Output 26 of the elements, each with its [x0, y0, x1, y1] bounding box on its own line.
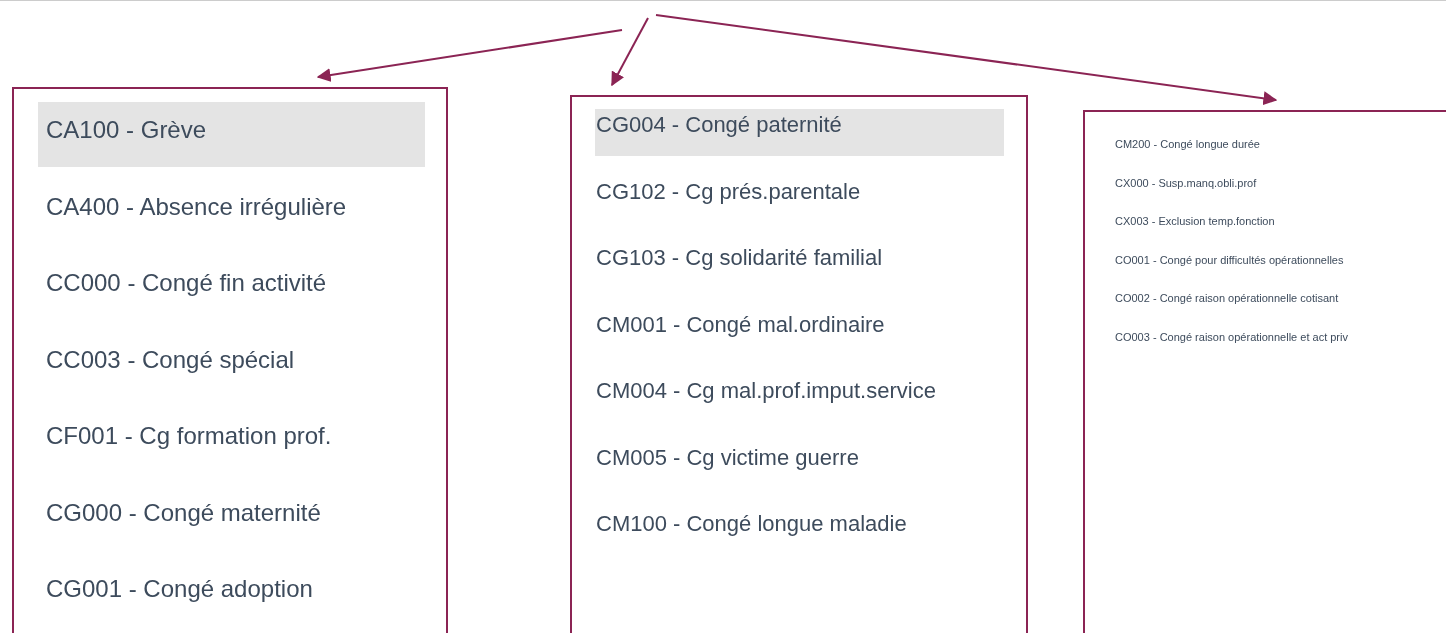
list-item: CM005 - Cg victime guerre: [596, 446, 859, 469]
list-item: CO002 - Congé raison opérationnelle cotisant: [1115, 292, 1339, 304]
list-item: CG001 - Congé adoption: [46, 577, 313, 601]
list-item: CF001 - Cg formation prof.: [46, 424, 332, 448]
list-item: CM004 - Cg mal.prof.imput.service: [596, 380, 936, 402]
list-item: CO001 - Congé pour difficultés opérationnelles: [1115, 254, 1344, 266]
list-panel: [12, 87, 448, 633]
list-item: CA100 - Grève: [46, 118, 207, 142]
list-item: CA400 - Absence irrégulière: [46, 194, 347, 219]
list-panel: [570, 95, 1028, 633]
list-item: CM200 - Congé longue durée: [1115, 138, 1260, 150]
arrow: [655, 14, 1278, 106]
list-panel: [1083, 110, 1446, 633]
list-item: CX000 - Susp.manq.obli.prof: [1115, 177, 1257, 189]
list-item: CM100 - Congé longue maladie: [596, 513, 907, 535]
list-item: CC003 - Congé spécial: [46, 347, 295, 372]
arrow: [316, 29, 623, 82]
list-item: CO003 - Congé raison opérationnelle et act priv: [1115, 331, 1348, 343]
list-item: CM001 - Congé mal.ordinaire: [596, 313, 885, 336]
list-item: CG004 - Congé paternité: [596, 114, 842, 136]
list-item: CG102 - Cg prés.parentale: [596, 180, 861, 203]
list-item: CC000 - Congé fin activité: [46, 271, 327, 295]
list-item: CG103 - Cg solidarité familial: [596, 247, 883, 269]
list-item: CG000 - Congé maternité: [46, 500, 321, 525]
list-item: CX003 - Exclusion temp.fonction: [1115, 215, 1275, 227]
arrow: [611, 17, 649, 87]
